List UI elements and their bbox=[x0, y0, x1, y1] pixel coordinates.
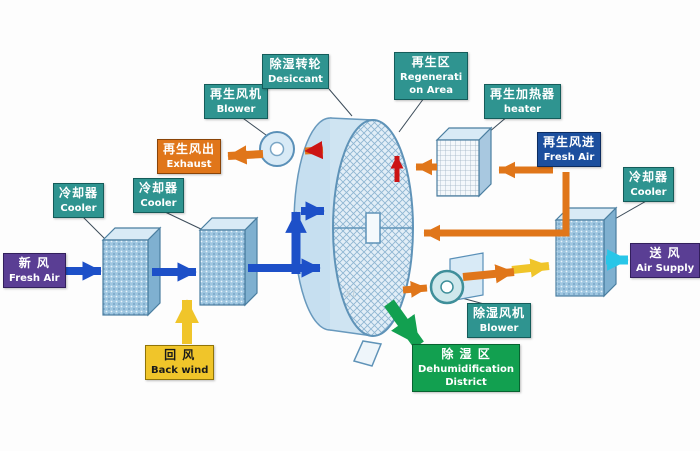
wheel-to-dehumid-blower-arrow bbox=[402, 280, 428, 298]
label-back-wind-en: Back wind bbox=[151, 364, 209, 376]
cooler-box-left-2 bbox=[198, 216, 259, 307]
label-exhaust-zh: 再生风出 bbox=[163, 142, 216, 156]
wheel-ribbon bbox=[352, 340, 383, 367]
label-regen-blower: 再生风机 Blower bbox=[204, 84, 269, 119]
label-dehumid-blower-zh: 除湿风机 bbox=[473, 306, 526, 320]
label-back-wind: 回 风 Back wind bbox=[145, 345, 215, 380]
label-cooler-left-2-zh: 冷却器 bbox=[139, 181, 179, 195]
label-regen-fresh-air: 再生风进 Fresh Air bbox=[537, 132, 602, 167]
label-dehumid-district-zh: 除 湿 区 bbox=[441, 347, 491, 361]
label-dehumid-district: 除 湿 区 Dehumidification District bbox=[412, 344, 521, 392]
label-cooler-right: 冷却器 Cooler bbox=[623, 167, 675, 202]
desiccant-wheel bbox=[293, 117, 414, 367]
regen-blower-icon bbox=[259, 131, 295, 167]
label-regen-area-en1: Regenerati bbox=[400, 71, 463, 83]
label-heater-zh: 再生加热器 bbox=[490, 87, 556, 101]
label-desiccant-zh: 除湿转轮 bbox=[269, 57, 322, 71]
label-cooler-left-2-en: Cooler bbox=[140, 197, 177, 209]
label-cooler-right-en: Cooler bbox=[630, 186, 667, 198]
label-dehumid-blower-en: Blower bbox=[479, 322, 519, 334]
label-desiccant-en: Desiccant bbox=[268, 73, 323, 85]
label-regen-blower-en: Blower bbox=[216, 103, 256, 115]
label-exhaust-en: Exhaust bbox=[166, 158, 212, 170]
label-cooler-right-zh: 冷却器 bbox=[629, 170, 669, 184]
label-dehumid-district-en1: Dehumidification bbox=[418, 363, 515, 375]
label-regen-fresh-air-zh: 再生风进 bbox=[543, 135, 596, 149]
label-fresh-air-en: Fresh Air bbox=[9, 272, 60, 284]
label-air-supply-zh: 送 风 bbox=[649, 246, 681, 260]
regen-inlet-path bbox=[423, 172, 570, 242]
label-heater-en: heater bbox=[503, 103, 542, 115]
label-air-supply: 送 风 Air Supply bbox=[630, 243, 700, 278]
label-cooler-left-1: 冷却器 Cooler bbox=[53, 183, 105, 218]
wheel-to-blower-arrow bbox=[304, 140, 324, 160]
dehumid-district-arrow bbox=[384, 299, 424, 349]
leader-lines bbox=[81, 88, 649, 305]
label-back-wind-zh: 回 风 bbox=[164, 348, 196, 362]
label-cooler-left-1-zh: 冷却器 bbox=[59, 186, 99, 200]
label-exhaust: 再生风出 Exhaust bbox=[157, 139, 222, 174]
heater-box bbox=[435, 126, 493, 198]
label-cooler-left-2: 冷却器 Cooler bbox=[133, 178, 185, 213]
label-regen-blower-zh: 再生风机 bbox=[210, 87, 263, 101]
cooler-box-left-1 bbox=[101, 226, 162, 317]
label-fresh-air: 新 风 Fresh Air bbox=[3, 253, 66, 288]
exhaust-arrow bbox=[227, 145, 264, 165]
label-dehumid-district-en2: District bbox=[445, 376, 487, 388]
label-fresh-air-zh: 新 风 bbox=[18, 256, 50, 270]
label-regen-fresh-air-en: Fresh Air bbox=[543, 151, 595, 163]
process-air-arrows bbox=[64, 201, 629, 344]
label-desiccant: 除湿转轮 Desiccant bbox=[262, 54, 329, 89]
to-right-cooler-arrow bbox=[511, 258, 550, 278]
label-cooler-left-1-en: Cooler bbox=[60, 202, 97, 214]
label-regen-area: 再生区 Regenerati on Area bbox=[394, 52, 469, 100]
watermark: xt bbox=[344, 286, 357, 301]
blower-out-arrow bbox=[462, 264, 515, 284]
label-dehumid-blower: 除湿风机 Blower bbox=[467, 303, 532, 338]
label-regen-area-en2: on Area bbox=[409, 84, 453, 96]
label-air-supply-en: Air Supply bbox=[636, 262, 695, 274]
label-regen-area-zh: 再生区 bbox=[411, 55, 451, 69]
label-heater: 再生加热器 heater bbox=[484, 84, 562, 119]
regen-air-arrows bbox=[227, 140, 570, 298]
